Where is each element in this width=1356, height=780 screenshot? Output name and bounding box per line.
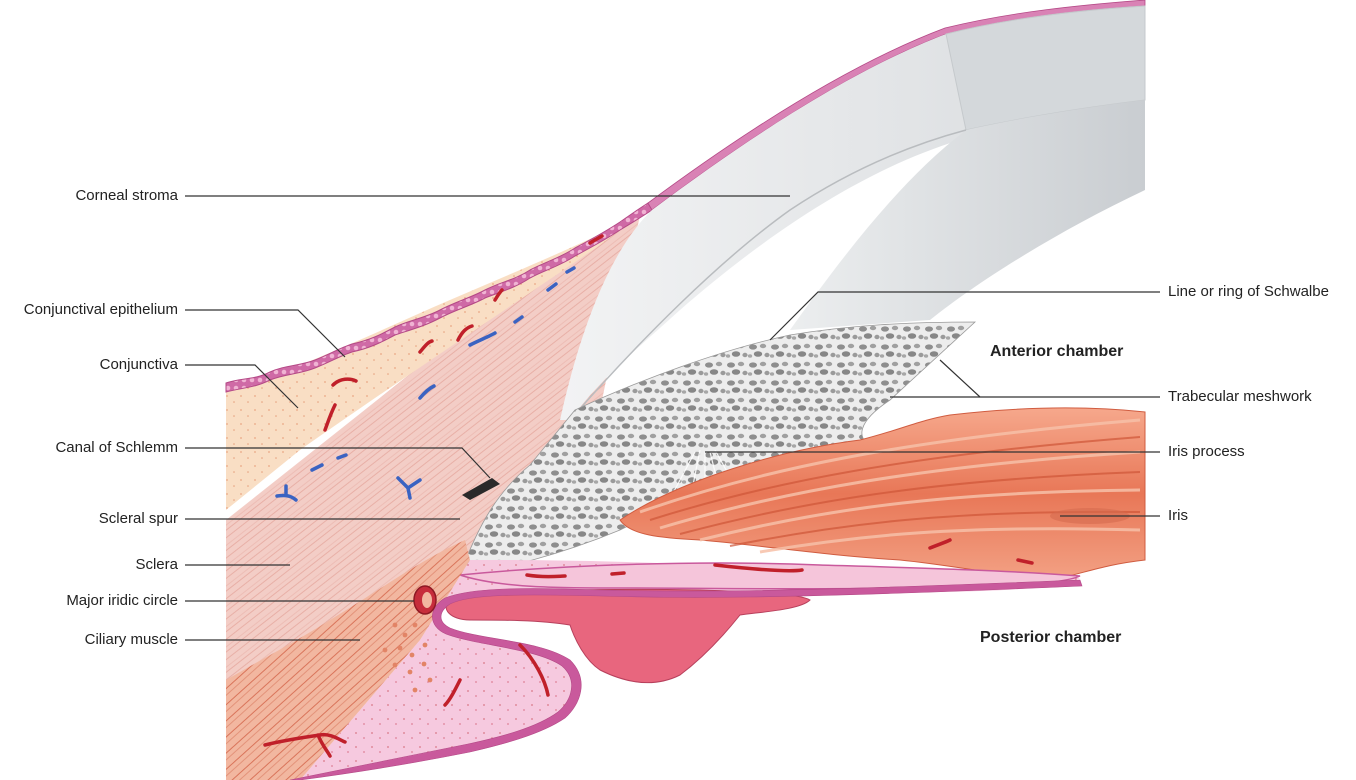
label-ciliary-muscle: Ciliary muscle [84,631,178,648]
descemet-layer [790,100,1145,330]
label-sclera: Sclera [135,556,178,573]
label-line-of-schwalbe: Line or ring of Schwalbe [1168,283,1329,300]
canal-of-schlemm [462,478,500,500]
leader-line-of-schwalbe [769,291,1160,341]
label-posterior-chamber: Posterior chamber [980,629,1122,646]
ciliary-epithelium [289,579,1083,780]
label-conjunctival-epithelium: Conjunctival epithelium [23,301,178,318]
label-trabecular-meshwork: Trabecular meshwork [1168,388,1312,405]
ciliary-muscle-region [226,540,470,780]
label-iris: Iris [1168,507,1188,524]
label-scleral-spur: Scleral spur [98,510,178,527]
ciliary-muscle-dots [382,622,433,693]
label-major-iridic-circle: Major iridic circle [66,592,178,609]
ciliary-processes [445,588,811,684]
label-canal-of-schlemm: Canal of Schlemm [55,439,178,456]
label-anterior-chamber: Anterior chamber [990,343,1124,360]
label-iris-process: Iris process [1168,443,1245,460]
blue-vessels [275,266,576,502]
red-vessels [263,234,1034,758]
label-corneal-stroma: Corneal stroma [75,187,178,204]
leader-lines [185,195,1160,641]
label-conjunctiva: Conjunctiva [99,356,178,373]
iris-ridges [639,418,1141,554]
leader-conjunctiva [185,364,299,409]
leader-trabecular-meshwork [939,359,1160,398]
leader-conjunctival-epithelium [185,309,346,358]
leader-canal-of-schlemm [185,447,491,479]
ciliary-body-region [300,560,1080,780]
